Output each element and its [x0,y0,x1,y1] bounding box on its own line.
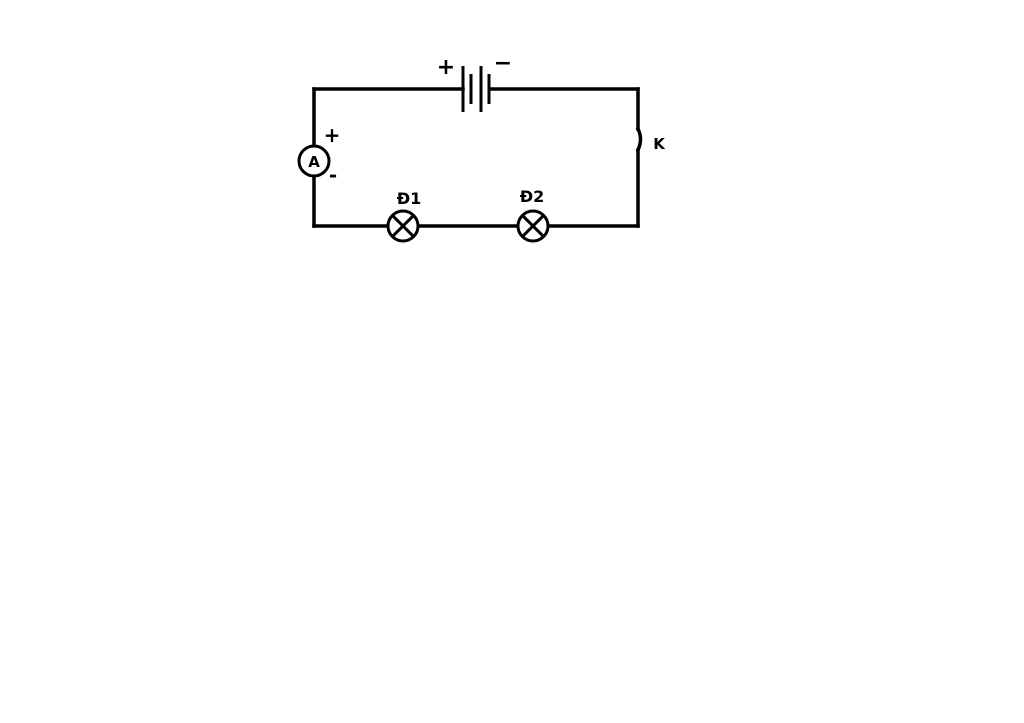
lamp-d2-cross-b [521,214,545,238]
ammeter-minus-sign: - [329,163,337,187]
ammeter-symbol: A [308,153,320,171]
ammeter-circle [297,144,331,178]
battery-plus-sign: + [437,55,455,80]
battery-minus-sign: − [494,51,512,76]
lamp-d1-label: Đ1 [397,189,422,208]
ammeter-plus-sign: + [324,123,341,147]
lamp-d2: Đ2 [516,187,550,243]
battery: + − [437,51,512,112]
lamp-d1-cross-b [391,214,415,238]
ammeter: A + - [297,123,341,187]
lamp-d1: Đ1 [386,189,422,243]
lamp-d2-label: Đ2 [520,187,545,206]
switch-k: K [635,126,666,153]
switch-k-label: K [653,135,666,153]
circuit-wires [312,87,640,228]
switch-k-contact [635,126,643,153]
